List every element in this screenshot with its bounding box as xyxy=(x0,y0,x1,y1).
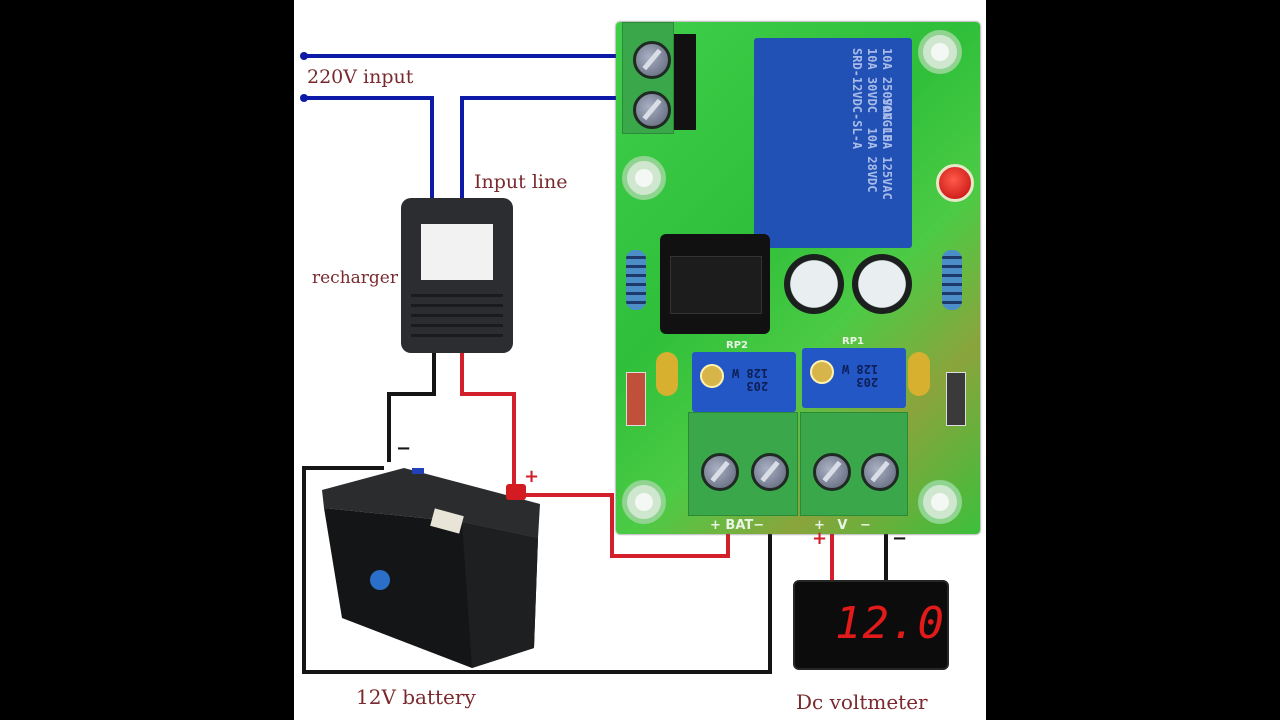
charger-vent xyxy=(411,294,503,297)
battery-side xyxy=(462,522,538,668)
status-led xyxy=(936,164,974,202)
terminal-screw xyxy=(633,41,671,79)
terminal-screw xyxy=(633,91,671,129)
diode-d2 xyxy=(626,372,646,426)
charger-vent xyxy=(411,324,503,327)
charger-positive-wire xyxy=(460,353,516,485)
label-220v-input: 220V input xyxy=(307,66,414,88)
pot-adjust-screw[interactable] xyxy=(810,360,834,384)
charging-control-board: 10A 250VAC 10A 125VAC 10A 30VDC 10A 28VD… xyxy=(616,22,980,534)
charger-vent xyxy=(411,314,503,317)
electrolytic-capacitor xyxy=(852,254,912,314)
label-recharger: recharger xyxy=(312,268,398,288)
label-bat-terminal: + BAT− xyxy=(710,518,765,533)
wiring-diagram: 220V input Input line recharger 12V batt… xyxy=(294,0,986,720)
label-12v-battery: 12V battery xyxy=(356,685,476,709)
label-v-terminal: + V − xyxy=(814,518,871,533)
ac-wires xyxy=(300,52,622,198)
charger-vent xyxy=(411,304,503,307)
car-battery xyxy=(322,468,540,668)
battery-logo xyxy=(370,570,390,590)
terminal-screw-bat-negative xyxy=(751,453,789,491)
relay-base xyxy=(674,34,696,130)
label-rp1: RP1 xyxy=(842,336,864,347)
wires-layer xyxy=(300,52,888,674)
label-dc-voltmeter: Dc voltmeter xyxy=(796,690,928,714)
resistor-r2 xyxy=(942,250,962,310)
voltmeter-reading: 12.0 xyxy=(835,598,945,649)
label-rp2: RP2 xyxy=(726,340,748,351)
relay-brand: SONGLE xyxy=(880,98,894,142)
voltmeter-negative-sign: − xyxy=(892,528,908,549)
battery-top xyxy=(322,468,540,538)
resistor xyxy=(626,250,646,310)
potentiometer-rp1[interactable]: 203 128 W xyxy=(802,348,906,408)
terminal-screw-v-negative xyxy=(861,453,899,491)
terminal-screw-bat-positive xyxy=(701,453,739,491)
battery-positive-terminal xyxy=(506,484,526,500)
mounting-hole xyxy=(918,30,962,74)
pot-code: 203 128 W xyxy=(842,362,879,389)
input-line-wire xyxy=(460,96,622,198)
recharger-adapter xyxy=(401,198,513,353)
battery-positive-wire xyxy=(526,493,730,558)
battery-positive-sign: + xyxy=(524,466,540,487)
voltmeter-positive-sign: + xyxy=(812,528,828,549)
ceramic-capacitor-c3 xyxy=(908,352,930,396)
voltmeter-terminal-block xyxy=(800,412,908,516)
charger-label-plate xyxy=(421,224,493,280)
electrolytic-capacitor xyxy=(784,254,844,314)
charger-vent xyxy=(411,334,503,337)
charger-negative-wire xyxy=(387,353,436,462)
battery-negative-sign: − xyxy=(396,438,412,459)
battery-negative-terminal xyxy=(412,468,424,474)
mounting-hole xyxy=(622,156,666,200)
ac-input-terminal-block xyxy=(622,22,674,134)
pot-adjust-screw[interactable] xyxy=(700,364,724,388)
ac-wire-2 xyxy=(304,96,434,198)
battery-negative-wire xyxy=(302,466,772,674)
battery-sticker xyxy=(430,508,464,534)
potentiometer-rp2[interactable]: 203 128 W xyxy=(692,352,796,412)
relay: 10A 250VAC 10A 125VAC 10A 30VDC 10A 28VD… xyxy=(754,38,912,248)
mounting-hole xyxy=(918,480,962,524)
diode-d1 xyxy=(946,372,966,426)
mounting-hole xyxy=(622,480,666,524)
dc-voltmeter: 12.0 xyxy=(793,580,949,670)
pot-code: 203 128 W xyxy=(732,366,769,393)
terminal-screw-v-positive xyxy=(813,453,851,491)
label-input-line: Input line xyxy=(474,171,568,193)
battery-terminal-block xyxy=(688,412,798,516)
ceramic-capacitor-c2 xyxy=(656,352,678,396)
ic-chip xyxy=(660,234,770,334)
